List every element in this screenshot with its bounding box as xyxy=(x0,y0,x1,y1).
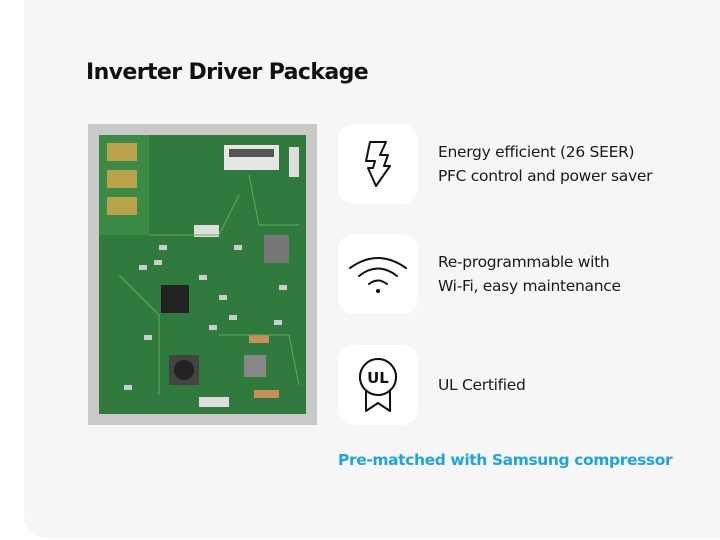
ul-badge-text: UL xyxy=(367,369,389,387)
feature-text-line: Re-programmable with xyxy=(438,253,610,271)
feature-text-line: Wi-Fi, easy maintenance xyxy=(438,277,621,295)
feature-text-line: UL Certified xyxy=(438,376,526,394)
lightning-icon xyxy=(338,124,418,204)
feature-text-line: PFC control and power saver xyxy=(438,167,653,185)
feature-text-line: Energy efficient (26 SEER) xyxy=(438,143,635,161)
page-title: Inverter Driver Package xyxy=(86,60,369,85)
wifi-icon xyxy=(338,234,418,314)
ul-badge-icon: UL xyxy=(338,345,418,425)
feature-energy: Energy efficient (26 SEER) PFC control a… xyxy=(338,124,678,204)
circuit-board-illustration xyxy=(99,135,306,414)
compressor-note: Pre-matched with Samsung compressor xyxy=(338,451,673,469)
product-image xyxy=(88,124,317,425)
feature-ul: UL UL Certified xyxy=(338,345,678,425)
feature-wifi: Re-programmable with Wi-Fi, easy mainten… xyxy=(338,234,678,314)
